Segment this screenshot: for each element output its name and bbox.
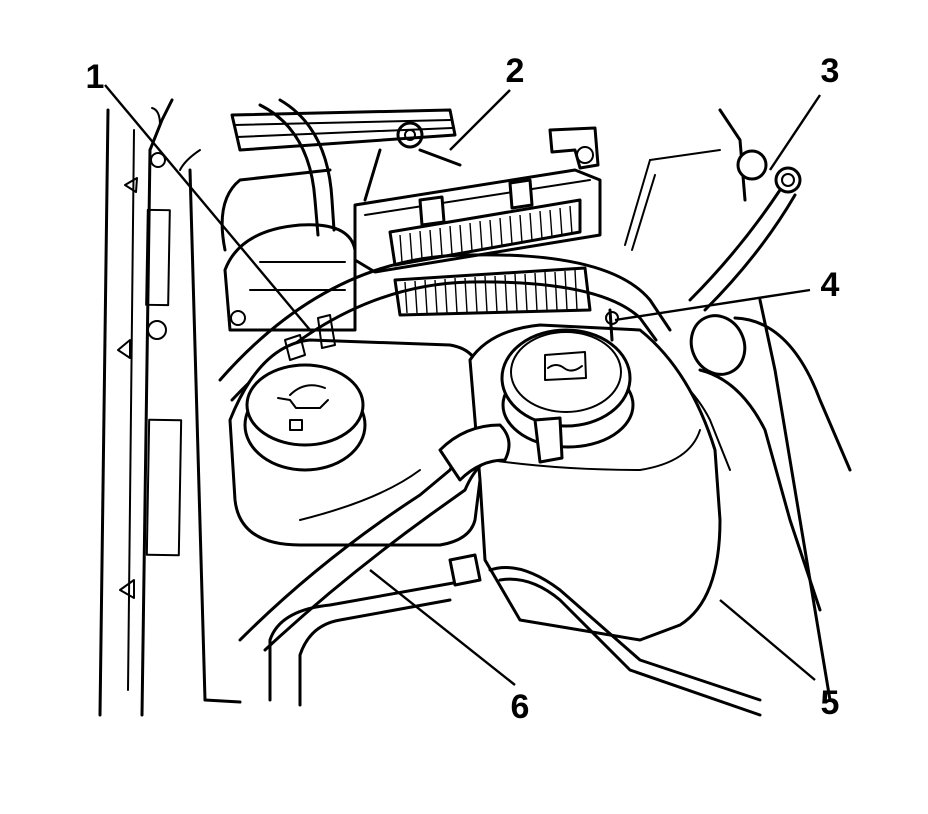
leader-lines bbox=[104, 84, 821, 686]
leader-3 bbox=[769, 94, 821, 171]
callout-1: 1 bbox=[86, 58, 105, 96]
leader-6 bbox=[369, 569, 516, 686]
leader-2 bbox=[449, 89, 511, 151]
lower-rails bbox=[268, 553, 762, 717]
leader-5 bbox=[719, 599, 816, 681]
small-reservoir bbox=[223, 223, 357, 332]
washer-fluid-cap bbox=[243, 314, 367, 472]
callout-3: 3 bbox=[821, 52, 840, 90]
callout-labels: 1 2 3 4 5 6 bbox=[86, 52, 840, 726]
callout-2: 2 bbox=[506, 52, 525, 90]
right-cable bbox=[624, 108, 802, 312]
upper-bracket bbox=[220, 108, 457, 252]
upper-hose bbox=[258, 98, 336, 237]
module-lower-grille bbox=[393, 266, 592, 317]
leader-1 bbox=[104, 84, 311, 331]
module-heat-sink-fins bbox=[399, 205, 573, 263]
leader-4 bbox=[614, 288, 811, 322]
left-fender-panel bbox=[98, 98, 183, 717]
coolant-cap bbox=[500, 308, 635, 464]
callout-6: 6 bbox=[511, 688, 530, 726]
control-module bbox=[353, 121, 602, 274]
right-elbow-hose bbox=[689, 314, 852, 612]
callout-5: 5 bbox=[821, 684, 840, 722]
washer-hose bbox=[238, 423, 511, 652]
callout-4: 4 bbox=[821, 266, 840, 304]
inner-fender-edge bbox=[179, 149, 242, 704]
